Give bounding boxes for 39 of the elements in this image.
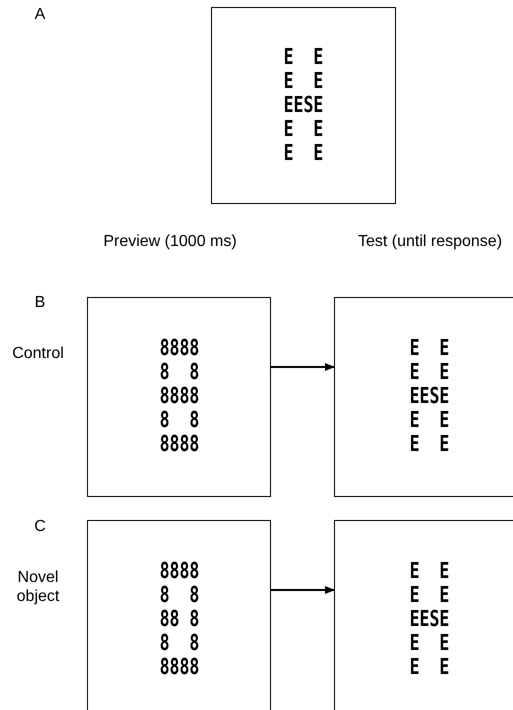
row-label: Control [11,344,65,363]
column-heading: Preview (1000 ms) [102,232,238,251]
panel-letter: C [33,517,47,536]
row-label: Novel object [16,568,60,606]
letter-row: E E [409,656,449,680]
stimulus-display [211,7,396,204]
letter-row: E E [284,142,324,166]
letter-row: EESE [409,385,449,409]
panel-letter: B [34,293,46,312]
panel-letter: A [34,5,46,24]
letter-row: E E [409,409,449,433]
letter-row: E E [409,584,449,608]
letter-row: 8 8 [159,632,199,656]
stimulus-display [334,297,513,497]
letter-row: E E [409,361,449,385]
letter-row: E E [409,632,449,656]
letter-row: 8 8 [159,409,199,433]
letter-row: 8888 [159,560,199,584]
arrow [271,586,335,594]
letter-row: E E [409,560,449,584]
letter-row: 8 8 [159,361,199,385]
letter-row: 8888 [159,656,199,680]
letter-row: E E [409,337,449,361]
letter-row: 88 8 [159,608,199,632]
letter-row: E E [284,46,324,70]
letter-row: E E [409,433,449,457]
letter-row: 8 8 [159,584,199,608]
column-heading: Test (until response) [356,232,504,251]
arrow [271,363,335,371]
letter-row: 8888 [159,385,199,409]
letter-row: EESE [409,608,449,632]
letter-row: 8888 [159,337,199,361]
letter-row: EESE [284,94,324,118]
stimulus-display [334,520,513,710]
stimulus-display [87,520,271,710]
letter-row: E E [284,118,324,142]
stimulus-display [87,297,271,497]
letter-row: E E [284,70,324,94]
letter-row: 8888 [159,433,199,457]
